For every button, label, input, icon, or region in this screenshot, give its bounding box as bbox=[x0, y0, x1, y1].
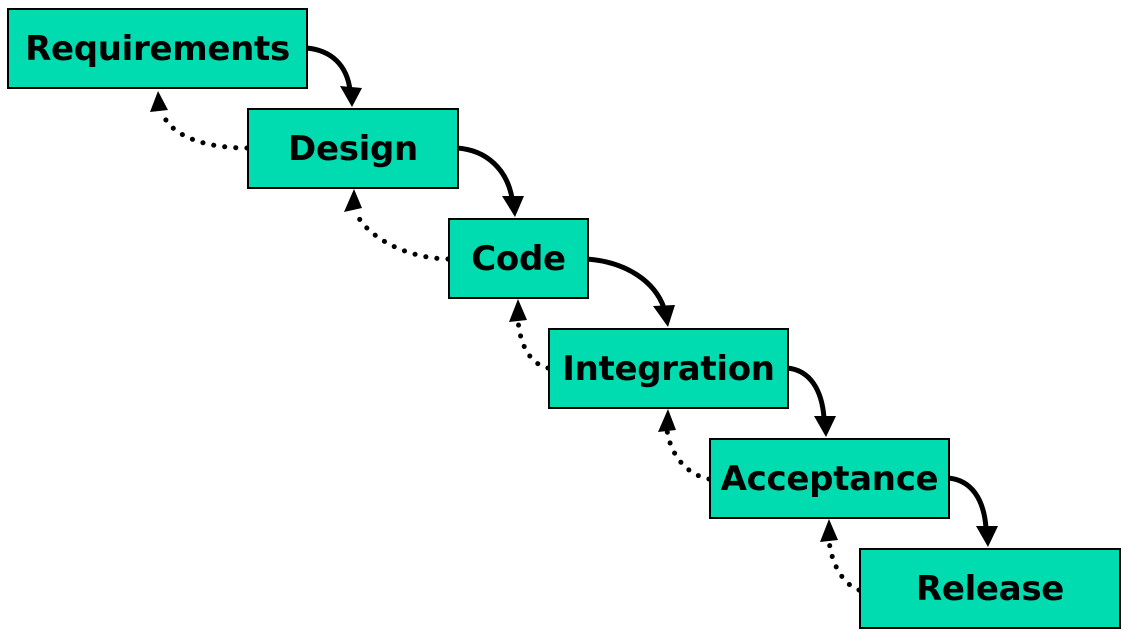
flow-arrow-integration-to-acceptance bbox=[786, 365, 827, 419]
feedback-arrow-head bbox=[820, 519, 838, 542]
flow-arrow-requirements-to-design bbox=[305, 45, 353, 91]
flow-arrow-head bbox=[976, 526, 998, 547]
stage-release: Release bbox=[859, 548, 1121, 629]
flow-arrow-code-to-integration bbox=[586, 256, 667, 309]
flow-arrow-head bbox=[653, 305, 675, 327]
stage-requirements: Requirements bbox=[7, 8, 308, 89]
flow-arrow-acceptance-to-release bbox=[947, 475, 989, 529]
stage-label: Requirements bbox=[25, 28, 290, 69]
stage-label: Integration bbox=[562, 348, 775, 389]
stage-label: Design bbox=[288, 128, 418, 169]
stage-acceptance: Acceptance bbox=[709, 438, 950, 519]
stage-label: Code bbox=[471, 238, 566, 279]
stage-label: Release bbox=[915, 568, 1065, 609]
stage-design: Design bbox=[247, 108, 459, 189]
feedback-arrow-integration-to-code bbox=[515, 317, 551, 371]
feedback-arrow-release-to-acceptance bbox=[826, 537, 862, 593]
feedback-arrow-head bbox=[509, 299, 527, 322]
feedback-arrow-head bbox=[150, 91, 168, 112]
feedback-arrow-code-to-design bbox=[352, 207, 451, 262]
stage-label: Acceptance bbox=[720, 458, 939, 499]
feedback-arrow-head bbox=[344, 189, 362, 212]
flow-arrow-head bbox=[340, 86, 362, 107]
flow-arrow-head bbox=[814, 416, 836, 437]
feedback-arrow-head bbox=[658, 409, 676, 432]
feedback-arrow-acceptance-to-integration bbox=[664, 427, 712, 482]
stage-code: Code bbox=[448, 218, 589, 299]
stage-integration: Integration bbox=[548, 328, 789, 409]
feedback-arrow-design-to-requirements bbox=[159, 109, 250, 151]
flow-arrow-head bbox=[502, 196, 524, 217]
flow-arrow-design-to-code bbox=[456, 145, 515, 199]
